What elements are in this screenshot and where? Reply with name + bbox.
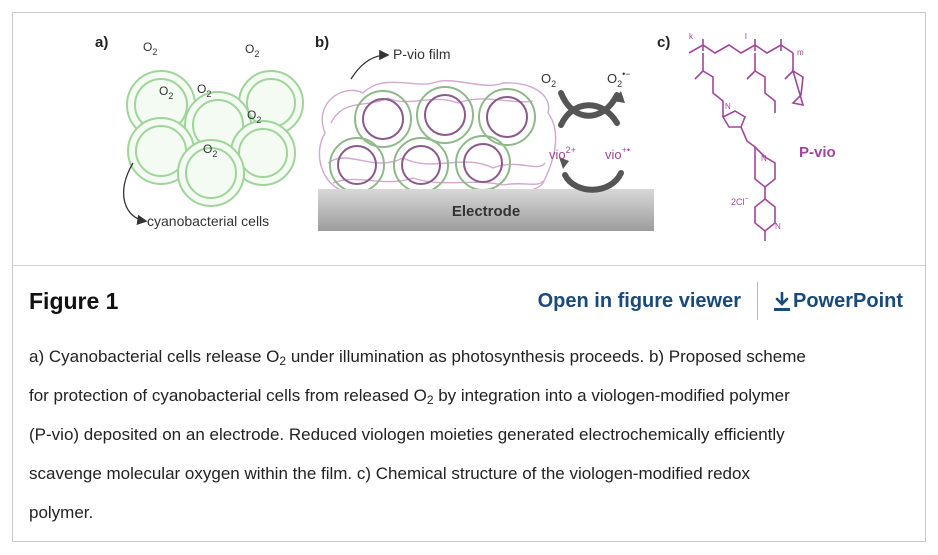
svg-text:O2: O2 xyxy=(247,108,261,125)
pvio-label: P-vio xyxy=(799,144,836,161)
electrode-bar xyxy=(318,189,654,231)
film-arrow xyxy=(350,49,390,80)
electrode-label: Electrode xyxy=(452,203,520,220)
vio-radical-label: vio+• xyxy=(605,145,630,162)
cells-arrow xyxy=(123,162,148,225)
caption-line-4: scavenge molecular oxygen within the fil… xyxy=(29,464,750,483)
svg-text:k: k xyxy=(689,32,694,41)
o2-radical-label: O2•− xyxy=(607,69,631,89)
figure-graphic: a) O2 O2 O2 O2 O2 O2 xyxy=(95,32,836,241)
powerpoint-label: PowerPoint xyxy=(793,290,904,312)
o2-labels-a: O2 O2 O2 O2 O2 O2 xyxy=(143,40,261,159)
svg-text:O2: O2 xyxy=(245,42,259,59)
svg-text:O2: O2 xyxy=(159,84,173,101)
svg-text:O2: O2 xyxy=(197,82,211,99)
cells-in-film xyxy=(329,86,536,193)
cells-cluster-a xyxy=(126,70,304,207)
o2-label-b: O2 xyxy=(541,71,556,89)
svg-text:m: m xyxy=(797,48,804,57)
download-icon xyxy=(774,291,790,311)
caption-line-1: a) Cyanobacterial cells release O2 under… xyxy=(29,347,806,368)
header-divider xyxy=(757,282,758,320)
cycle-arrowhead-2 xyxy=(559,157,569,169)
caption-line-2: for protection of cyanobacterial cells f… xyxy=(29,386,790,407)
panel-c-label: c) xyxy=(657,34,670,51)
svg-text:l: l xyxy=(745,32,747,41)
figure-header: Figure 1 Open in figure viewer PowerPoin… xyxy=(13,266,925,338)
figure-image[interactable]: a) O2 O2 O2 O2 O2 O2 xyxy=(13,13,925,266)
pvio-atom-labels: k l m N N N xyxy=(689,32,804,231)
svg-text:N: N xyxy=(725,102,731,111)
pvio-structure xyxy=(688,39,805,241)
film-label: P-vio film xyxy=(393,46,451,62)
caption-line-5: polymer. xyxy=(29,503,94,522)
powerpoint-download-link[interactable]: PowerPoint xyxy=(773,290,903,313)
redox-cycle-arrows xyxy=(558,90,624,193)
cycle-arrowhead-1 xyxy=(613,91,625,103)
figure-caption: a) Cyanobacterial cells release O2 under… xyxy=(29,337,909,532)
figure-title: Figure 1 xyxy=(29,288,119,314)
panel-b-label: b) xyxy=(315,34,329,51)
panel-a-label: a) xyxy=(95,34,108,51)
open-figure-viewer-link[interactable]: Open in figure viewer xyxy=(537,290,741,312)
caption-line-3: (P-vio) deposited on an electrode. Reduc… xyxy=(29,425,785,444)
vio2-label: vio2+ xyxy=(549,145,576,162)
svg-text:N: N xyxy=(761,154,767,163)
svg-text:O2: O2 xyxy=(143,40,157,57)
figure-card: a) O2 O2 O2 O2 O2 O2 xyxy=(12,12,926,542)
counterion-label: 2Cl− xyxy=(731,196,749,207)
svg-text:N: N xyxy=(775,222,781,231)
svg-text:O2: O2 xyxy=(203,142,217,159)
cells-label: cyanobacterial cells xyxy=(147,213,269,229)
